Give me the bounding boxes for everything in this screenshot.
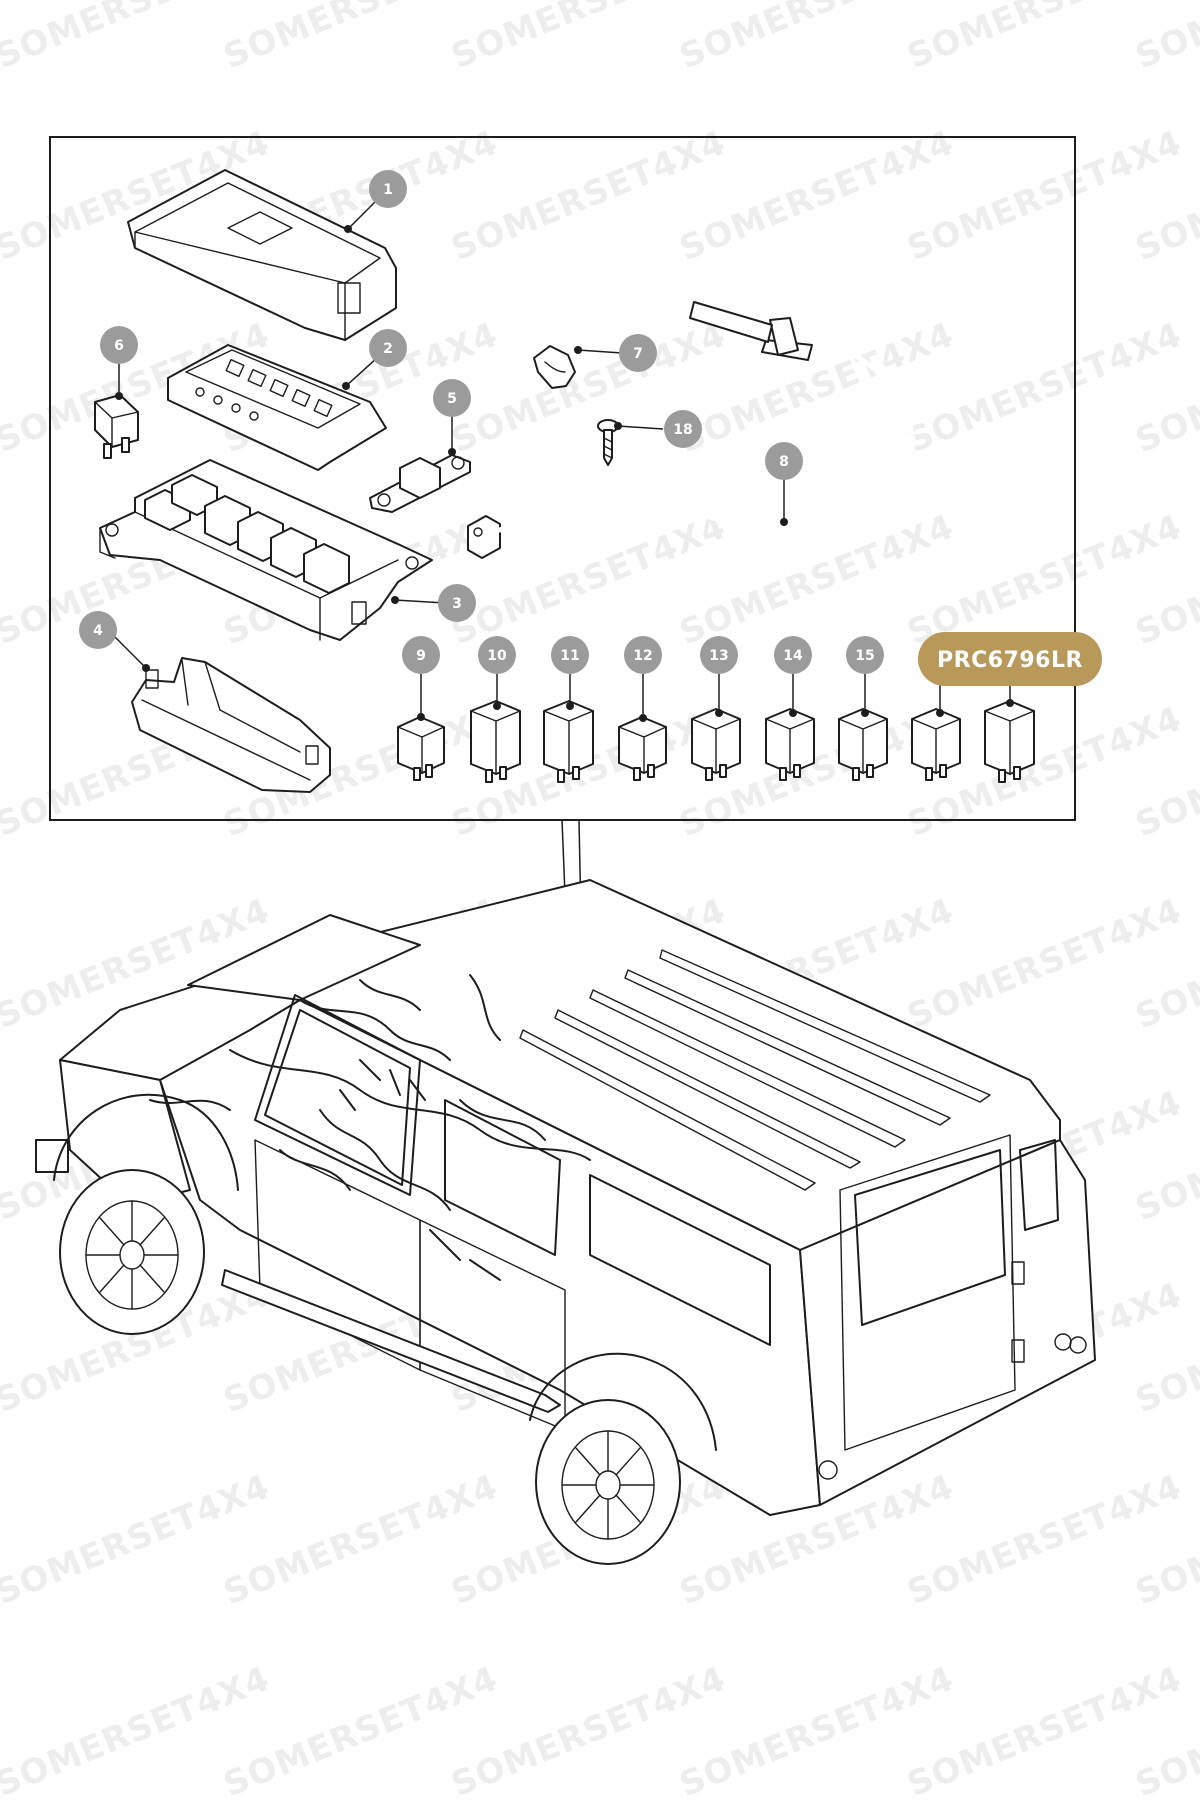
watermark-text: SOMERSET4X4 [1130,1658,1200,1805]
callout-9[interactable]: 9 [402,636,440,674]
relay-prc6796lr-a[interactable] [911,708,961,781]
battery-cable[interactable] [467,301,916,559]
watermark-text: SOMERSET4X4 [902,1658,1188,1805]
relay-holder[interactable] [369,454,471,513]
watermark-text: SOMERSET4X4 [446,1658,732,1805]
callout-2-label: 2 [383,341,393,357]
callout-12-label: 12 [633,648,652,664]
callout-14-label: 14 [783,648,803,664]
callout-4[interactable]: 4 [79,611,117,649]
fuse-box-cover[interactable] [127,169,397,341]
callout-14[interactable]: 14 [774,636,812,674]
rear-wheel [535,1399,681,1565]
callout-7[interactable]: 7 [619,334,657,372]
fuse-box-lower-cover[interactable] [131,657,331,793]
callout-8-label: 8 [779,454,789,470]
callout-1[interactable]: 1 [369,170,407,208]
callout-7-label: 7 [633,346,643,362]
callout-5-label: 5 [447,391,457,407]
callout-15[interactable]: 15 [846,636,884,674]
callout-3[interactable]: 3 [438,584,476,622]
part-number-pill[interactable]: PRC6796LR [918,632,1102,686]
relay-11[interactable] [543,700,594,783]
relay-13[interactable] [691,708,741,781]
self-tapping-screw[interactable] [597,419,619,466]
cable-clip[interactable] [533,345,576,389]
callout-12[interactable]: 12 [624,636,662,674]
callout-10[interactable]: 10 [478,636,516,674]
parts-diagram: 1 2 3 4 5 6 7 8 9 10 11 12 13 14 15 18 P… [35,136,1102,1565]
callout-4-label: 4 [93,623,103,639]
callout-11-label: 11 [560,648,579,664]
callout-18[interactable]: 18 [664,410,702,448]
callout-10-label: 10 [487,648,507,664]
callout-18-label: 18 [673,422,692,438]
vehicle-illustration [35,879,1096,1565]
callout-5[interactable]: 5 [433,379,471,417]
callout-3-label: 3 [452,596,462,612]
callout-6[interactable]: 6 [100,326,138,364]
maxi-fuse[interactable] [94,394,139,459]
watermark-text: SOMERSET4X4 [0,1658,276,1805]
callout-13-label: 13 [709,648,728,664]
callout-9-label: 9 [416,648,426,664]
relay-prc6796lr-b[interactable] [984,700,1035,783]
part-number-pill-bg [918,632,1102,686]
relay-12[interactable] [618,716,667,781]
watermark-text: SOMERSET4X4 [218,1658,504,1805]
callout-11[interactable]: 11 [551,636,589,674]
relay-15[interactable] [838,708,888,781]
fuse-box-base[interactable] [99,459,433,641]
relay-10[interactable] [470,700,521,783]
callout-2[interactable]: 2 [369,329,407,367]
part-number-pill-label: PRC6796LR [937,648,1083,673]
relay-14[interactable] [765,708,815,781]
callout-8[interactable]: 8 [765,442,803,480]
relay-carrier[interactable] [167,344,387,471]
callout-6-label: 6 [114,338,124,354]
wiring-harness [149,974,591,1281]
callout-15-label: 15 [855,648,874,664]
relay-9[interactable] [397,716,445,781]
callout-1-label: 1 [383,182,393,198]
front-wheel [59,1169,205,1335]
callout-13[interactable]: 13 [700,636,738,674]
watermark-text: SOMERSET4X4 [674,1658,960,1805]
